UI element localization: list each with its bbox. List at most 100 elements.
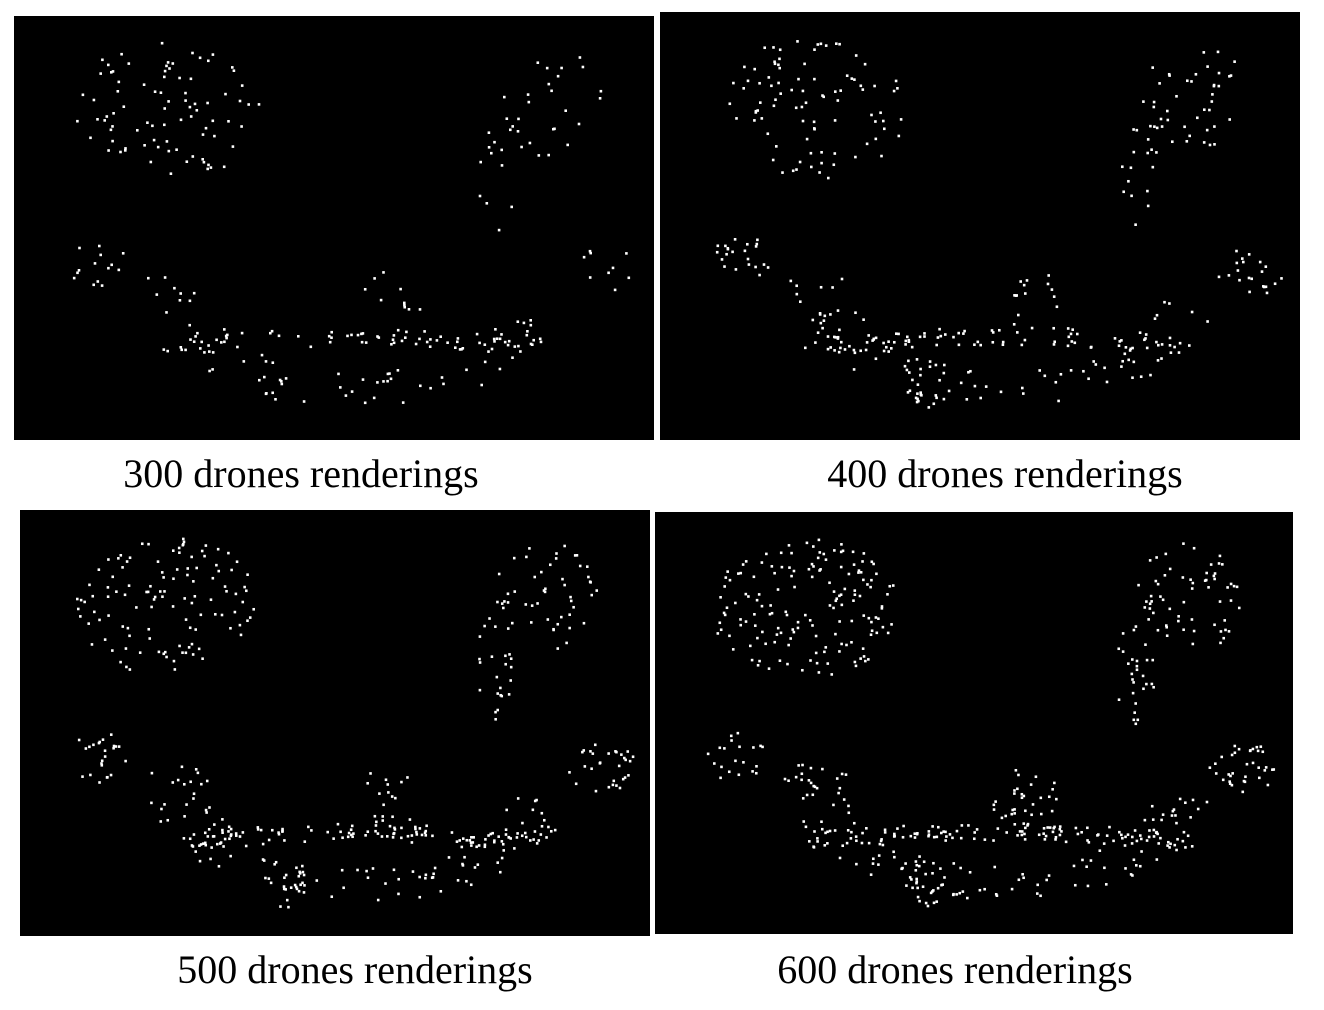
drone-dot bbox=[236, 345, 239, 349]
drone-dot bbox=[528, 141, 532, 145]
drone-dot bbox=[804, 101, 808, 105]
drone-dot bbox=[901, 835, 905, 839]
drone-dot bbox=[342, 886, 345, 890]
drone-dot bbox=[961, 890, 965, 893]
drone-dot bbox=[872, 562, 875, 566]
drone-dot bbox=[208, 350, 211, 353]
drone-dot bbox=[211, 119, 215, 123]
drone-dot bbox=[1039, 812, 1043, 816]
drone-dot bbox=[818, 569, 821, 572]
drone-dot bbox=[1142, 100, 1145, 103]
drone-dot bbox=[805, 793, 809, 797]
drone-dot bbox=[1176, 837, 1179, 841]
drone-dot bbox=[1203, 108, 1206, 112]
drone-dot bbox=[553, 828, 557, 832]
drone-dot bbox=[859, 571, 863, 574]
drone-dot bbox=[1131, 835, 1134, 839]
drone-dot bbox=[198, 56, 202, 60]
drone-dot bbox=[799, 300, 802, 304]
drone-dot bbox=[888, 584, 892, 588]
drone-dot bbox=[1130, 842, 1134, 845]
drone-dot bbox=[1132, 858, 1136, 862]
drone-dot bbox=[568, 613, 571, 616]
drone-dot bbox=[127, 62, 131, 65]
drone-dot bbox=[966, 896, 969, 900]
drone-dot bbox=[840, 642, 843, 646]
drone-dot bbox=[835, 42, 838, 46]
drone-dot bbox=[478, 688, 482, 692]
drone-dot bbox=[1182, 628, 1185, 632]
drone-dot bbox=[256, 828, 260, 831]
drone-dot bbox=[106, 586, 110, 589]
drone-dot bbox=[1190, 587, 1194, 590]
drone-dot bbox=[510, 205, 513, 209]
drone-dot bbox=[752, 575, 756, 579]
drone-dot bbox=[456, 879, 460, 882]
drone-dot bbox=[458, 839, 461, 842]
drone-dot bbox=[526, 330, 529, 333]
drone-dot bbox=[1131, 874, 1134, 877]
drone-dot bbox=[747, 595, 750, 598]
drone-dot bbox=[807, 779, 811, 782]
drone-dot bbox=[917, 399, 920, 403]
drone-dot bbox=[200, 782, 203, 786]
drone-dot bbox=[1118, 340, 1122, 343]
drone-dot bbox=[1137, 583, 1140, 587]
drone-dot bbox=[563, 544, 566, 548]
drone-dot bbox=[1133, 711, 1136, 714]
drone-dot bbox=[269, 331, 272, 335]
drone-dot bbox=[499, 686, 502, 690]
drone-dot bbox=[838, 650, 841, 653]
drone-dot bbox=[179, 346, 183, 349]
drone-dot bbox=[92, 98, 96, 102]
drone-dot bbox=[549, 830, 553, 833]
drone-dot bbox=[931, 890, 934, 893]
drone-dot bbox=[194, 768, 198, 771]
drone-dot bbox=[433, 866, 437, 870]
drone-dot bbox=[865, 827, 868, 830]
drone-dot bbox=[804, 613, 807, 617]
drone-dot bbox=[948, 833, 952, 836]
drone-dot bbox=[560, 615, 563, 619]
drone-dot bbox=[1168, 344, 1172, 347]
drone-dot bbox=[893, 855, 896, 859]
drone-dot bbox=[78, 246, 81, 250]
drone-dot bbox=[845, 643, 848, 647]
drone-dot bbox=[836, 335, 840, 339]
drone-dot bbox=[196, 331, 199, 335]
drone-dot bbox=[532, 838, 535, 841]
drone-dot bbox=[166, 61, 170, 64]
drone-dot bbox=[749, 644, 752, 648]
drone-dot bbox=[778, 48, 782, 52]
drone-dot bbox=[839, 565, 843, 569]
drone-dot bbox=[1177, 619, 1180, 623]
drone-dot bbox=[528, 547, 531, 550]
drone-dot bbox=[1156, 628, 1160, 632]
rendering-panel-500 bbox=[20, 510, 650, 936]
drone-dot bbox=[419, 384, 422, 388]
drone-dot bbox=[907, 359, 910, 363]
drone-dot bbox=[1155, 151, 1158, 154]
drone-dot bbox=[284, 873, 288, 877]
drone-dot bbox=[270, 329, 274, 333]
drone-dot bbox=[497, 572, 501, 576]
drone-dot bbox=[547, 825, 550, 829]
drone-dot bbox=[897, 332, 900, 336]
drone-dot bbox=[1178, 341, 1182, 345]
drone-dot bbox=[366, 876, 370, 880]
drone-dot bbox=[77, 738, 81, 742]
drone-dot bbox=[875, 572, 878, 576]
drone-dot bbox=[599, 89, 603, 93]
drone-dot bbox=[392, 868, 396, 872]
drone-dot bbox=[984, 385, 988, 388]
drone-dot bbox=[1218, 554, 1222, 558]
drone-dot bbox=[373, 277, 376, 280]
drone-dot bbox=[458, 348, 462, 351]
drone-dot bbox=[1124, 835, 1127, 839]
drone-dot bbox=[754, 245, 758, 248]
drone-dot bbox=[376, 381, 379, 384]
drone-dot bbox=[408, 818, 412, 821]
drone-dot bbox=[929, 891, 933, 895]
drone-dot bbox=[258, 378, 261, 382]
drone-dot bbox=[498, 337, 502, 341]
